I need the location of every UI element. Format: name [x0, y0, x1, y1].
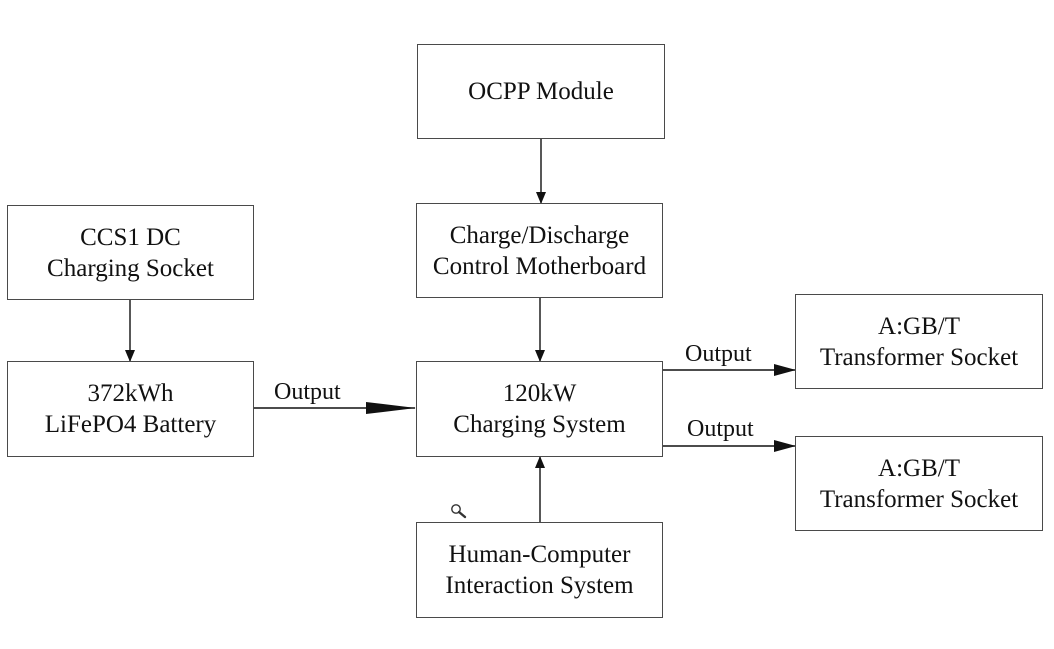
- transformer-socket-a-box: A:GB/T Transformer Socket: [795, 294, 1043, 389]
- output-label-socket-a: Output: [685, 341, 752, 367]
- socket-b-label-line2: Transformer Socket: [819, 485, 1019, 513]
- socket-a-label-line2: Transformer Socket: [819, 343, 1019, 371]
- ccs1-label-line2: Charging Socket: [47, 254, 214, 282]
- charging-system-box: 120kW Charging System: [416, 361, 663, 457]
- socket-a-label-line1: A:GB/T: [878, 312, 960, 340]
- charging-system-label-line2: Charging System: [453, 411, 626, 438]
- battery-label-line2: LiFePO4 Battery: [44, 411, 217, 438]
- motherboard-box: Charge/Discharge Control Motherboard: [416, 203, 663, 298]
- ocpp-module-label: OCPP Module: [468, 78, 614, 105]
- charging-system-label-line1: 120kW: [502, 380, 577, 407]
- socket-b-label-line1: A:GB/T: [878, 454, 960, 482]
- output-label-socket-b: Output: [687, 416, 754, 442]
- ccs1-socket-box: CCS1 DC Charging Socket: [7, 205, 254, 300]
- magnifier-icon: [450, 503, 468, 519]
- hci-box: Human-Computer Interaction System: [416, 522, 663, 618]
- ocpp-module-box: OCPP Module: [417, 44, 665, 139]
- motherboard-label-line2: Control Motherboard: [432, 252, 647, 280]
- battery-label-line1: 372kWh: [87, 380, 174, 407]
- output-label-battery: Output: [274, 379, 341, 405]
- motherboard-label-line1: Charge/Discharge: [449, 221, 630, 249]
- transformer-socket-b-box: A:GB/T Transformer Socket: [795, 436, 1043, 531]
- battery-box: 372kWh LiFePO4 Battery: [7, 361, 254, 457]
- hci-label-line2: Interaction System: [445, 572, 634, 599]
- hci-label-line1: Human-Computer: [448, 541, 631, 568]
- ccs1-label-line1: CCS1 DC: [80, 223, 181, 251]
